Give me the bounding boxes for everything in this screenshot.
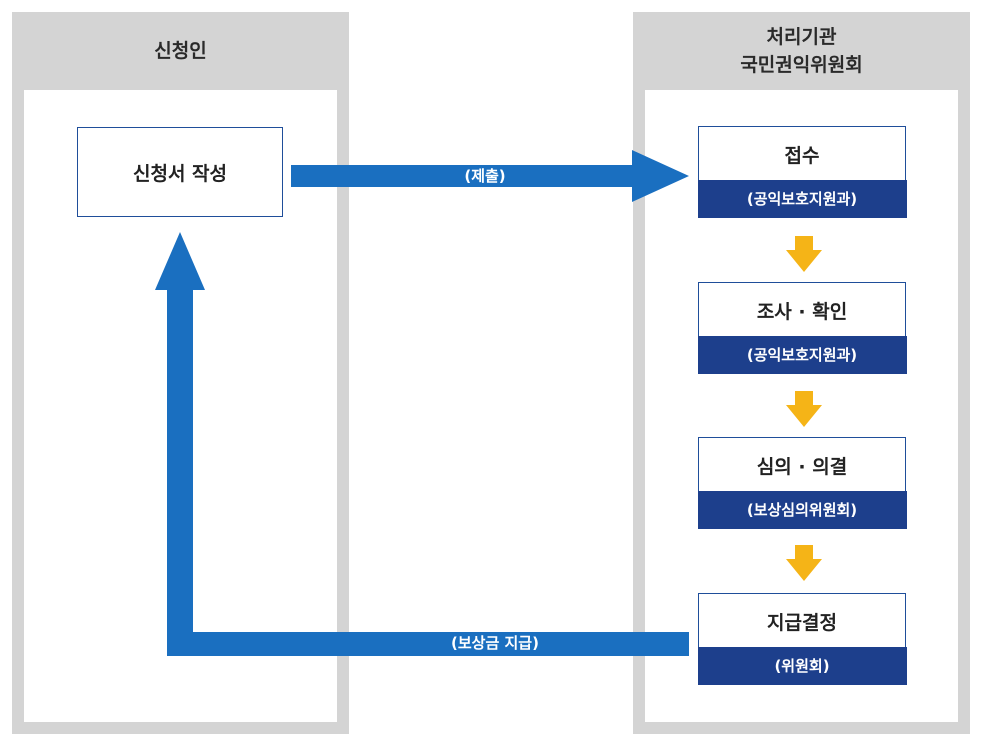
step-deliberation: 심의 · 의결 (보상심의위원회) (697, 437, 907, 529)
step-title: 접수 (784, 144, 820, 167)
payment-arrow-label: (보상금 지급) (451, 634, 539, 652)
step-department: (공익보호지원과) (697, 179, 907, 218)
step-department: (위원회) (697, 646, 907, 685)
step-title: 심의 · 의결 (756, 455, 848, 478)
step-investigation: 조사 · 확인 (공익보호지원과) (697, 282, 907, 374)
step-department: (보상심의위원회) (697, 490, 907, 529)
applicant-column-title: 신청인 (154, 40, 207, 62)
applicant-column-header: 신청인 (12, 12, 349, 90)
agency-column-title-line2: 국민권익위원회 (740, 54, 863, 76)
submit-arrow-label: (제출) (464, 167, 506, 185)
step-title: 지급결정 (767, 611, 837, 634)
application-form-box: 신청서 작성 (77, 127, 283, 217)
agency-column-header: 처리기관 국민권익위원회 (633, 12, 970, 90)
step-title: 조사 · 확인 (756, 300, 848, 323)
step-receipt: 접수 (공익보호지원과) (697, 126, 907, 218)
application-form-label: 신청서 작성 (132, 162, 227, 185)
agency-column-title-line1: 처리기관 (766, 26, 837, 48)
applicant-column: 신청인 (12, 12, 349, 734)
step-department: (공익보호지원과) (697, 335, 907, 374)
step-payment-decision: 지급결정 (위원회) (697, 593, 907, 685)
